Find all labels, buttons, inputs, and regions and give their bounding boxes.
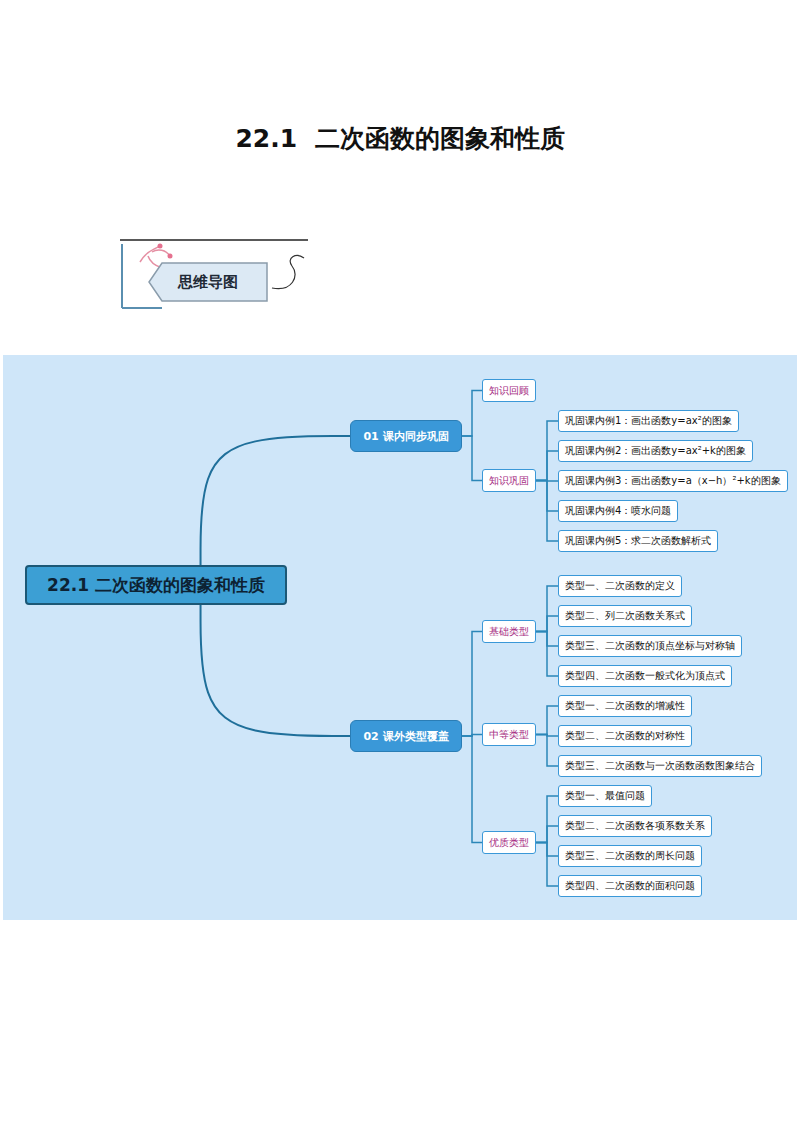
connector-line	[536, 826, 558, 843]
connector-line	[536, 586, 558, 632]
node-text: 类型四、二次函数的面积问题	[565, 879, 695, 893]
leaf-topic: 类型二、二次函数的对称性	[558, 725, 692, 747]
background-panel	[3, 355, 797, 920]
leaf-topic: 类型四、二次函数一般式化为顶点式	[558, 665, 732, 687]
leaf-topic: 类型一、二次函数的增减性	[558, 695, 692, 717]
flower-bud	[168, 254, 173, 259]
connector-line	[536, 843, 558, 887]
connector-line	[462, 436, 482, 481]
node-text: 类型三、二次函数与一次函数函数图象结合	[565, 759, 755, 773]
connector-line	[536, 481, 558, 542]
node-text: 基础类型	[489, 625, 529, 639]
node-text: 中等类型	[489, 728, 529, 742]
page-title: 22.1 二次函数的图象和性质	[0, 122, 800, 155]
connector-line	[536, 843, 558, 857]
leaf-topic: 巩固课内例1：画出函数y=ax²的图象	[558, 410, 739, 432]
node-text: 01 课内同步巩固	[363, 429, 448, 444]
main-branch: 01 课内同步巩固	[350, 420, 462, 452]
node-text: 知识巩固	[489, 474, 529, 488]
leaf-topic: 类型四、二次函数的面积问题	[558, 875, 702, 897]
sub-branch: 中等类型	[482, 723, 536, 746]
node-text: 类型一、二次函数的增减性	[565, 699, 685, 713]
connector-line	[536, 616, 558, 632]
node-text: 类型二、二次函数的对称性	[565, 729, 685, 743]
connector-line	[536, 735, 558, 737]
leaf-topic: 类型二、二次函数各项系数关系	[558, 815, 712, 837]
connector-line	[536, 632, 558, 647]
node-text: 类型一、最值问题	[565, 789, 645, 803]
connector-line	[536, 421, 558, 481]
connector-line	[201, 436, 350, 565]
node-text: 22.1 二次函数的图象和性质	[47, 574, 265, 597]
leaf-topic: 巩固课内例2：画出函数y=ax²+k的图象	[558, 440, 753, 462]
banner-label: 思维导图	[148, 262, 268, 302]
banner-polygon	[149, 263, 267, 301]
connector-line	[536, 796, 558, 843]
connector-line	[462, 632, 482, 737]
node-text: 巩固课内例4：喷水问题	[565, 504, 671, 518]
node-text: 类型二、列二次函数关系式	[565, 609, 685, 623]
ribbon-bar	[121, 244, 123, 308]
connector-line	[462, 736, 482, 843]
leaf-topic: 类型三、二次函数的顶点坐标与对称轴	[558, 635, 742, 657]
sub-branch: 知识回顾	[482, 379, 536, 402]
node-text: 02 课外类型覆盖	[363, 729, 448, 744]
leaf-topic: 巩固课内例4：喷水问题	[558, 500, 678, 522]
root-topic: 22.1 二次函数的图象和性质	[25, 565, 287, 605]
leaf-topic: 巩固课内例3：画出函数y=a（x−h）²+k的图象	[558, 470, 788, 492]
node-text: 类型四、二次函数一般式化为顶点式	[565, 669, 725, 683]
node-text: 巩固课内例1：画出函数y=ax²的图象	[565, 414, 732, 428]
ribbon-bar	[122, 307, 162, 309]
node-text: 类型三、二次函数的顶点坐标与对称轴	[565, 639, 735, 653]
node-text: 优质类型	[489, 836, 529, 850]
connector-line	[536, 735, 558, 767]
node-text: 类型三、二次函数的周长问题	[565, 849, 695, 863]
node-text: 类型二、二次函数各项系数关系	[565, 819, 705, 833]
leaf-topic: 巩固课内例5：求二次函数解析式	[558, 530, 718, 552]
connector-line	[536, 632, 558, 677]
node-text: 思维导图	[178, 273, 238, 292]
flower-bud	[158, 244, 163, 249]
sub-branch: 基础类型	[482, 620, 536, 643]
node-text: 知识回顾	[489, 384, 529, 398]
sub-branch: 优质类型	[482, 831, 536, 854]
leaf-topic: 类型一、二次函数的定义	[558, 575, 682, 597]
node-text: 巩固课内例2：画出函数y=ax²+k的图象	[565, 444, 746, 458]
node-text: 巩固课内例3：画出函数y=a（x−h）²+k的图象	[565, 474, 781, 488]
connector-line	[536, 480, 558, 482]
connector-line	[536, 706, 558, 735]
leaf-topic: 类型三、二次函数与一次函数函数图象结合	[558, 755, 762, 777]
sub-branch: 知识巩固	[482, 469, 536, 492]
main-branch: 02 课外类型覆盖	[350, 720, 462, 752]
rule-line	[120, 239, 308, 241]
connector-line	[462, 735, 482, 737]
connector-line	[536, 481, 558, 512]
node-text: 类型一、二次函数的定义	[565, 579, 675, 593]
leaf-topic: 类型一、最值问题	[558, 785, 652, 807]
leaf-topic: 类型三、二次函数的周长问题	[558, 845, 702, 867]
connector-line	[536, 451, 558, 481]
connector-line	[462, 391, 482, 437]
curl-line	[272, 256, 304, 289]
leaf-topic: 类型二、列二次函数关系式	[558, 605, 692, 627]
connector-line	[201, 605, 350, 736]
node-text: 巩固课内例5：求二次函数解析式	[565, 534, 711, 548]
